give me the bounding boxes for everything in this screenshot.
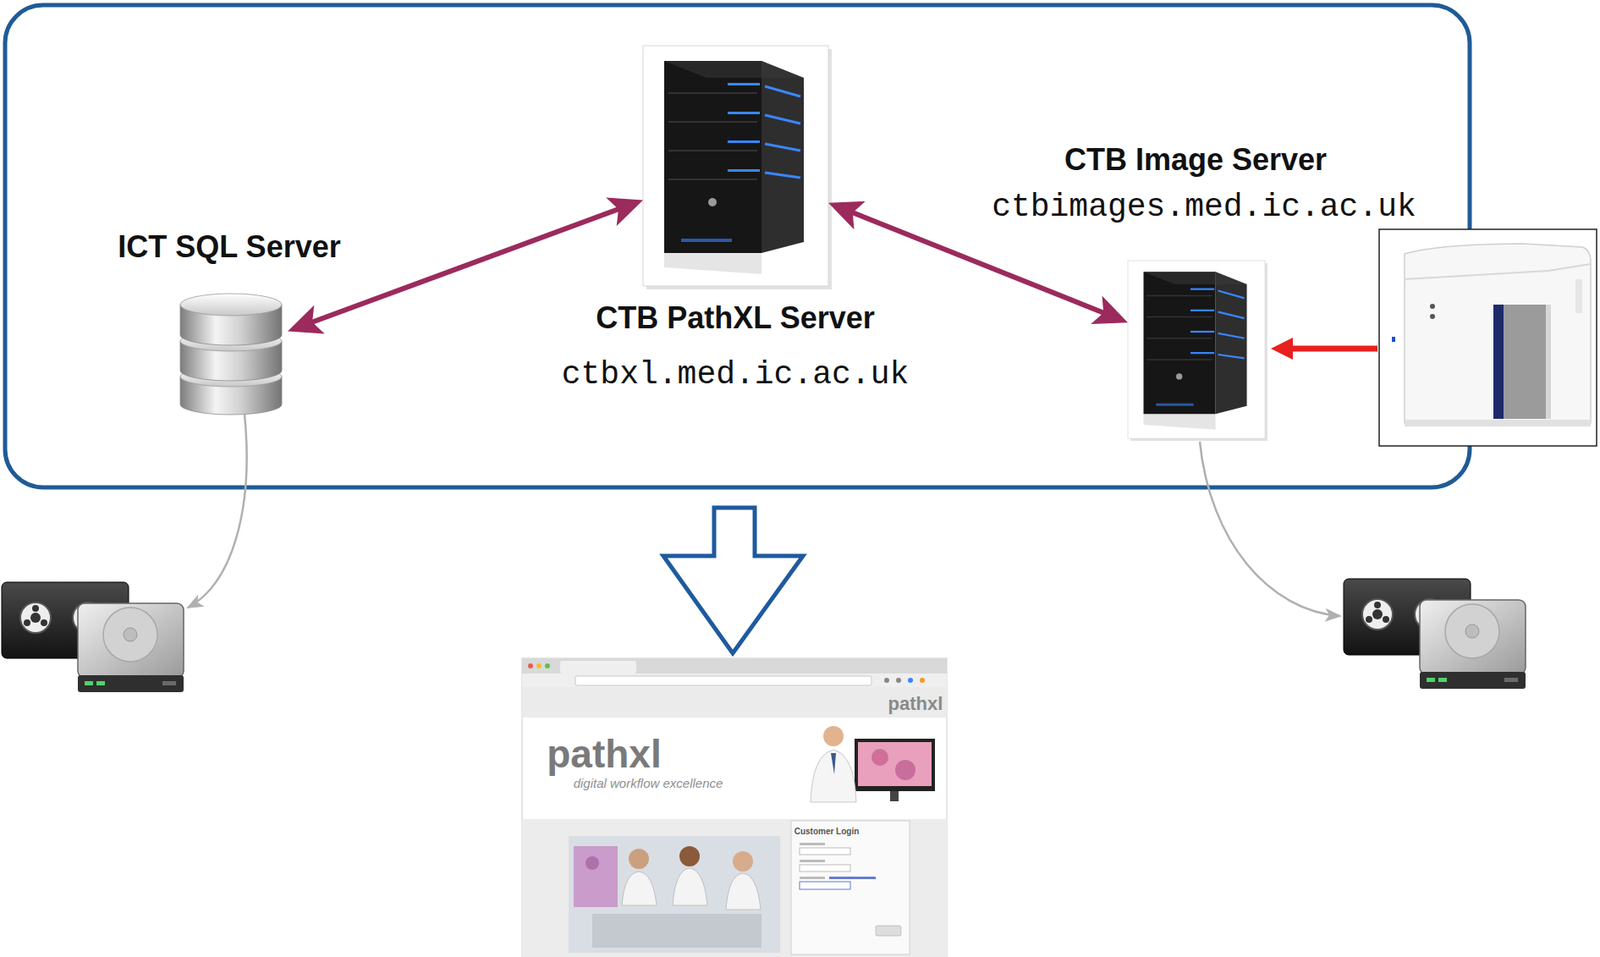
data-link xyxy=(296,203,633,329)
logo-tagline: digital workflow excellence xyxy=(573,775,724,792)
host-name: ctbxl.med.ic.ac.uk xyxy=(561,355,909,395)
backup-drive xyxy=(1,582,184,693)
host-name: ctbimages.med.ic.ac.uk xyxy=(991,187,1417,227)
server-node: ICT SQL Server xyxy=(175,291,288,413)
output-arrow xyxy=(663,507,803,654)
server-name: CTB Image Server xyxy=(1064,141,1327,178)
server-icon xyxy=(1127,260,1268,441)
database-icon xyxy=(180,293,282,415)
backup-arrow xyxy=(187,414,248,608)
login-heading: Customer Login xyxy=(794,826,860,837)
server-icon xyxy=(643,45,832,290)
server-name: ICT SQL Server xyxy=(117,228,341,265)
slide-scanner xyxy=(1379,229,1597,446)
browser-screenshot xyxy=(522,658,947,957)
backup-drive xyxy=(1343,578,1526,689)
network-boundary xyxy=(5,5,1470,488)
backup-arrow xyxy=(1199,441,1341,616)
product-logo: pathxl xyxy=(546,731,661,778)
browser-logo: pathxl xyxy=(888,692,944,715)
feed-arrow xyxy=(1287,346,1378,352)
server-node: CTB Image Serverctbimages.med.ic.ac.uk xyxy=(1127,260,1265,440)
server-node: CTB PathXL Serverctbxl.med.ic.ac.uk xyxy=(643,45,829,286)
server-name: CTB PathXL Server xyxy=(595,299,875,336)
